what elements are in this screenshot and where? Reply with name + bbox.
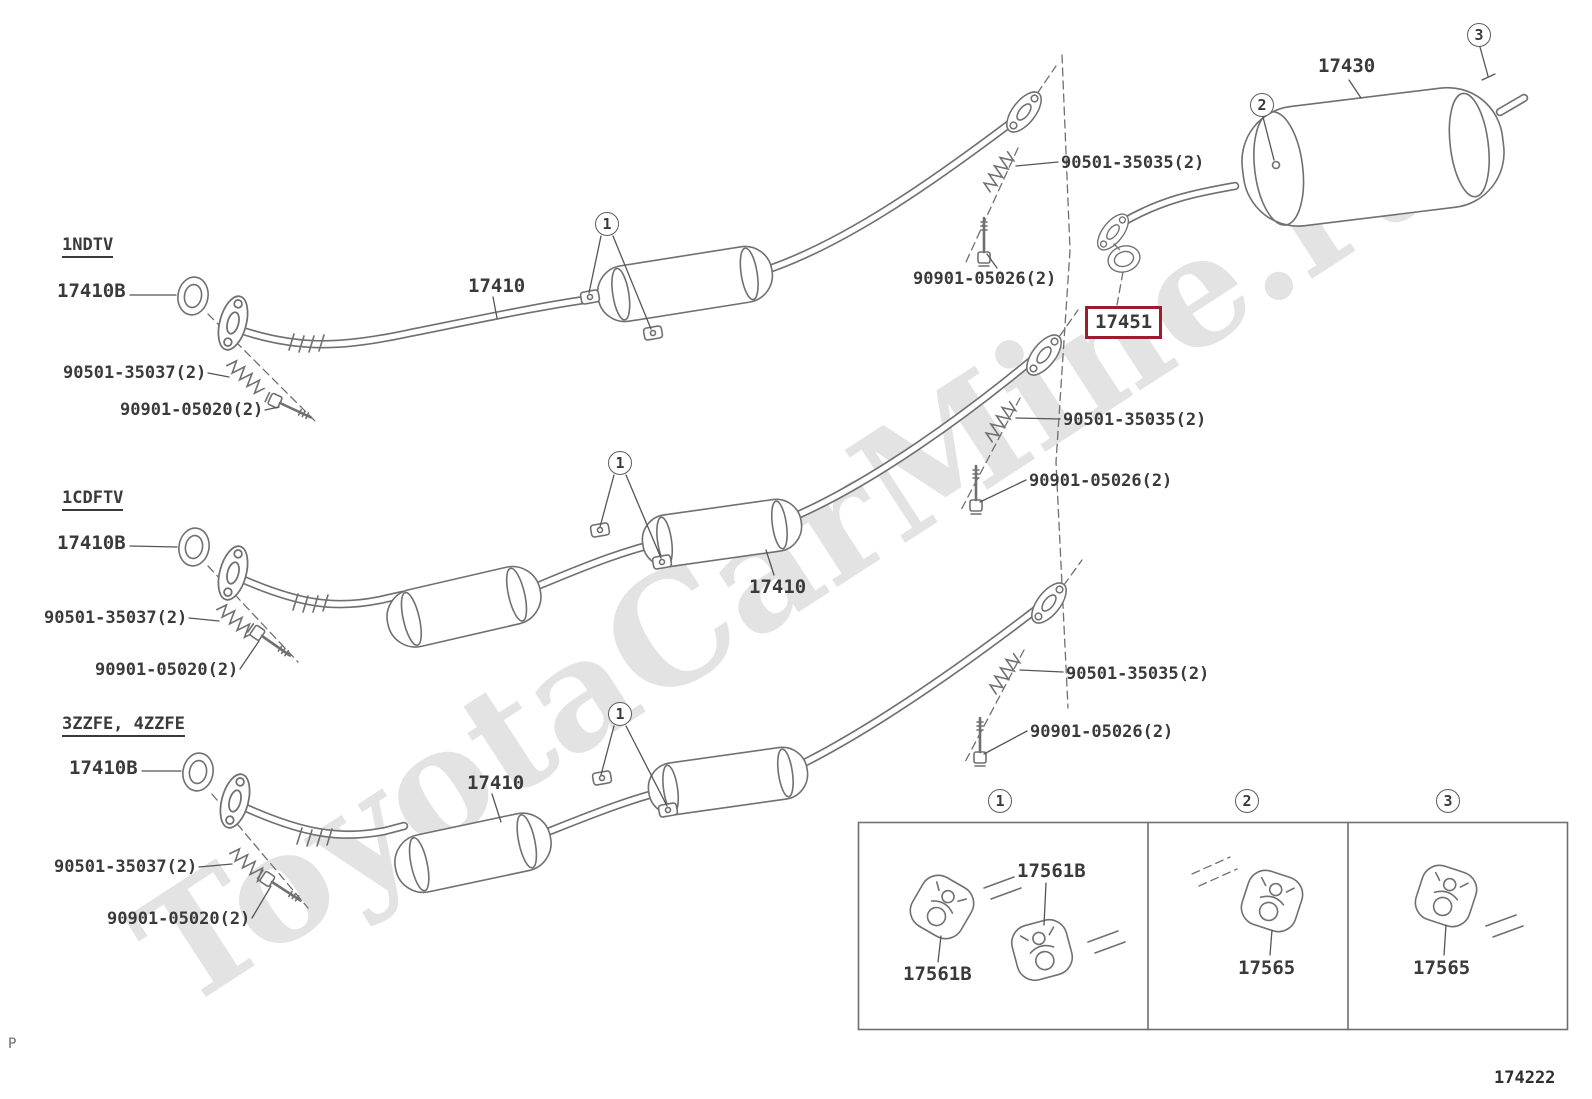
part-label-front-gasket-1[interactable]: 17410B [57, 280, 126, 302]
part-label-rear-spring-3[interactable]: 90501-35035(2) [1066, 664, 1210, 684]
part-label-front-gasket-3[interactable]: 17410B [69, 757, 138, 779]
part-label-hanger-17561b-bottom[interactable]: 17561B [903, 963, 972, 985]
legend-callout-1: 1 [988, 789, 1012, 813]
part-label-rear-bolt-2[interactable]: 90901-05026(2) [1029, 471, 1173, 491]
callout-2-muffler: 2 [1250, 93, 1274, 117]
selected-part-number: 17451 [1095, 311, 1153, 333]
part-label-front-spring-1[interactable]: 90501-35037(2) [63, 363, 207, 383]
engine-code-1cdftv: 1CDFTV [62, 489, 124, 511]
part-label-front-spring-3[interactable]: 90501-35037(2) [54, 857, 198, 877]
callout-1-system-2: 1 [608, 451, 632, 475]
exhaust-assembly-1ndtv-art [129, 85, 1059, 425]
engine-code-3zzfe-4zzfe: 3ZZFE, 4ZZFE [62, 715, 185, 737]
engine-code-1ndtv: 1NDTV [62, 236, 114, 258]
callout-1-system-3: 1 [608, 702, 632, 726]
part-label-pipe-assembly-1[interactable]: 17410 [468, 275, 526, 297]
part-label-rear-spring-1[interactable]: 90501-35035(2) [1061, 153, 1205, 173]
part-label-front-spring-2[interactable]: 90501-35037(2) [44, 608, 188, 628]
part-label-front-bolt-1[interactable]: 90901-05020(2) [120, 400, 264, 420]
part-label-hanger-17561b-top[interactable]: 17561B [1017, 860, 1086, 882]
callout-1-system-1: 1 [595, 212, 619, 236]
part-label-hanger-17565-cell3[interactable]: 17565 [1413, 957, 1471, 979]
selected-part-17451[interactable]: 17451 [1085, 306, 1163, 339]
exhaust-assembly-1cdftv-art [129, 328, 1069, 670]
diagram-code: 174222 [1494, 1068, 1556, 1088]
part-label-front-bolt-2[interactable]: 90901-05020(2) [95, 660, 239, 680]
part-label-rear-bolt-3[interactable]: 90901-05026(2) [1030, 722, 1174, 742]
page-letter: P [8, 1036, 17, 1052]
part-label-front-bolt-3[interactable]: 90901-05020(2) [107, 909, 251, 929]
part-label-muffler-17430[interactable]: 17430 [1318, 55, 1376, 77]
gasket-17451-art [1104, 241, 1144, 306]
legend-callout-3: 3 [1436, 789, 1460, 813]
legend-callout-2: 2 [1235, 789, 1259, 813]
part-label-pipe-assembly-3[interactable]: 17410 [467, 772, 525, 794]
callout-3-muffler: 3 [1467, 23, 1491, 47]
part-label-pipe-assembly-2[interactable]: 17410 [749, 576, 807, 598]
exhaust-assembly-3zzfe-art [141, 576, 1074, 919]
part-label-rear-bolt-1[interactable]: 90901-05026(2) [913, 269, 1057, 289]
muffler-17430-art [1091, 46, 1529, 256]
part-label-rear-spring-2[interactable]: 90501-35035(2) [1063, 410, 1207, 430]
legend-box-art [857, 821, 1569, 1031]
part-label-hanger-17565-cell2[interactable]: 17565 [1238, 957, 1296, 979]
part-label-front-gasket-2[interactable]: 17410B [57, 532, 126, 554]
